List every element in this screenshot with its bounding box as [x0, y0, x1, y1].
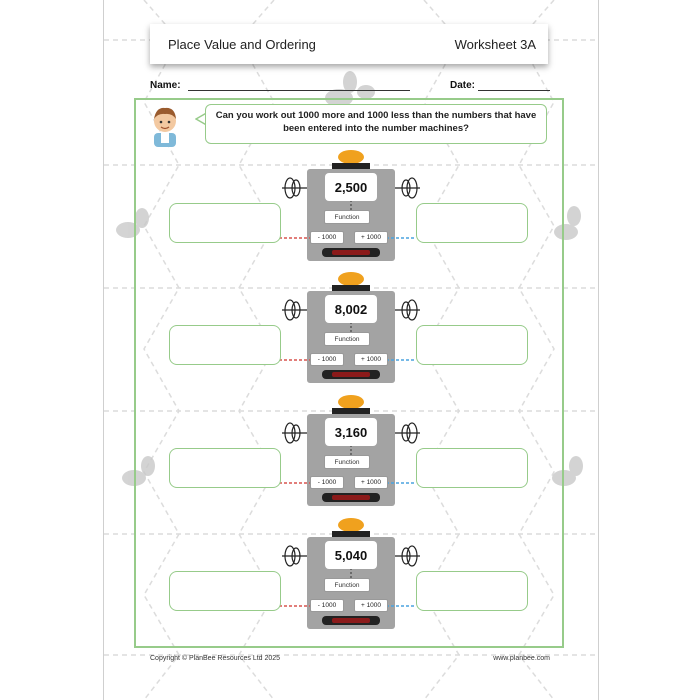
- number-machine-1: 2,500 Function - 1000 + 1000: [104, 150, 598, 262]
- machine-value: 5,040: [325, 541, 377, 569]
- name-label: Name:: [150, 80, 181, 91]
- machine-value: 8,002: [325, 295, 377, 323]
- name-date-row: Name: Date:: [150, 80, 550, 96]
- number-machine-2: 8,002 Function - 1000 + 1000: [104, 272, 598, 384]
- minus-1000-label: - 1000: [310, 353, 344, 366]
- plus-1000-label: + 1000: [354, 231, 388, 244]
- minus-1000-label: - 1000: [310, 231, 344, 244]
- minus-1000-label: - 1000: [310, 476, 344, 489]
- answer-box-more[interactable]: [416, 203, 528, 243]
- plus-1000-label: + 1000: [354, 353, 388, 366]
- answer-box-less[interactable]: [169, 448, 281, 488]
- answer-box-more[interactable]: [416, 571, 528, 611]
- answer-box-less[interactable]: [169, 571, 281, 611]
- answer-box-more[interactable]: [416, 325, 528, 365]
- answer-box-less[interactable]: [169, 325, 281, 365]
- plus-1000-label: + 1000: [354, 476, 388, 489]
- function-label: Function: [324, 578, 370, 592]
- date-line[interactable]: [478, 90, 550, 91]
- number-machine-3: 3,160 Function - 1000 + 1000: [104, 395, 598, 507]
- machine-value: 2,500: [325, 173, 377, 201]
- minus-1000-label: - 1000: [310, 599, 344, 612]
- number-machine-4: 5,040 Function - 1000 + 1000: [104, 518, 598, 630]
- website-link[interactable]: www.planbee.com: [493, 655, 550, 662]
- plus-1000-label: + 1000: [354, 599, 388, 612]
- worksheet-title: Place Value and Ordering: [168, 36, 316, 52]
- activity-frame: [134, 98, 564, 648]
- copyright-text: Copyright © PlanBee Resources Ltd 2025: [150, 655, 281, 662]
- title-bar: Place Value and Ordering Worksheet 3A: [150, 24, 548, 64]
- machine-value: 3,160: [325, 418, 377, 446]
- name-line[interactable]: [188, 90, 410, 91]
- function-label: Function: [324, 210, 370, 224]
- worksheet-number: Worksheet 3A: [454, 36, 536, 52]
- date-label: Date:: [450, 80, 476, 91]
- function-label: Function: [324, 455, 370, 469]
- speech-bubble-tail: [195, 112, 207, 126]
- worksheet-page: Place Value and Ordering Worksheet 3A Na…: [103, 0, 599, 700]
- teacher-avatar-icon: [154, 107, 176, 147]
- function-label: Function: [324, 332, 370, 346]
- answer-box-more[interactable]: [416, 448, 528, 488]
- question-bubble: Can you work out 1000 more and 1000 less…: [205, 104, 547, 144]
- answer-box-less[interactable]: [169, 203, 281, 243]
